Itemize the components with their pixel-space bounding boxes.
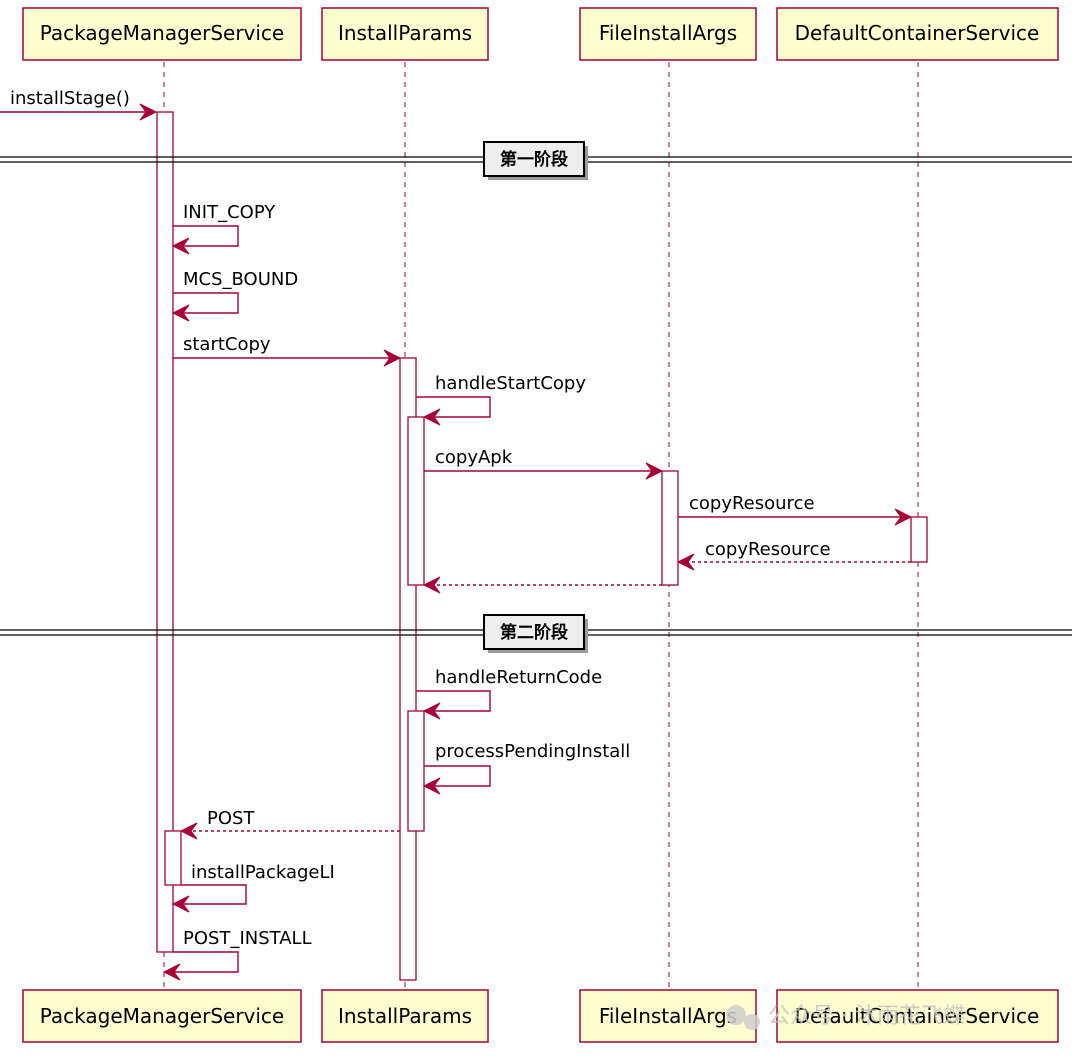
participants-bottom: PackageManagerService InstallParams File…: [22, 989, 1059, 1043]
wechat-icon: [726, 1005, 760, 1030]
message-installpackageli: installPackageLI: [171, 862, 335, 913]
participant-name: PackageManagerService: [40, 21, 284, 45]
message-label: POST_INSTALL: [183, 928, 312, 949]
arrow-head-icon: [171, 237, 190, 255]
divider-phase-2: 第二阶段: [0, 614, 1072, 653]
participant-name: FileInstallArgs: [599, 21, 737, 45]
message-post-install: POST_INSTALL: [162, 928, 312, 981]
watermark: 公众号 · 沐雨花飞蝶: [726, 1004, 965, 1030]
message-post: POST: [179, 808, 400, 840]
arrow-head-icon: [676, 553, 695, 571]
arrow-head-icon: [422, 576, 441, 594]
message-processpendinginstall: processPendingInstall: [422, 741, 630, 795]
participants-top: PackageManagerService InstallParams File…: [22, 7, 1059, 61]
message-label: processPendingInstall: [435, 741, 630, 762]
message-label: POST: [207, 808, 255, 829]
divider-label: 第二阶段: [500, 622, 568, 643]
participant-dcs-top: DefaultContainerService: [776, 7, 1059, 61]
arrow-head-icon: [422, 702, 441, 720]
watermark-text: 公众号 · 沐雨花飞蝶: [768, 1004, 965, 1029]
message-copyapk-return: [422, 576, 662, 594]
participant-name: InstallParams: [338, 1004, 472, 1028]
arrow-head-icon: [179, 822, 198, 840]
messages: installStage() INIT_COPY MCS_BOUND start…: [0, 88, 913, 981]
participant-name: DefaultContainerService: [795, 21, 1040, 45]
arrow-head-icon: [162, 963, 181, 981]
participant-dcs-bottom: DefaultContainerService: [776, 989, 1059, 1043]
lifelines: [163, 62, 919, 988]
message-label: INIT_COPY: [183, 202, 276, 223]
participant-name: PackageManagerService: [40, 1004, 284, 1028]
message-handlereturncode: handleReturnCode: [416, 667, 602, 720]
activation-pms-post: [164, 830, 182, 886]
message-handlestartcopy: handleStartCopy: [416, 373, 586, 426]
participant-pms-bottom: PackageManagerService: [22, 989, 302, 1043]
arrow-head-icon: [139, 103, 158, 121]
arrow-head-icon: [894, 508, 913, 526]
message-init-copy: INIT_COPY: [171, 202, 276, 255]
arrow-head-icon: [645, 462, 664, 480]
activation-dcs: [910, 516, 928, 563]
message-mcs-bound: MCS_BOUND: [171, 269, 298, 322]
activation-ip-return: [407, 710, 425, 832]
participant-name: InstallParams: [338, 21, 472, 45]
message-label: copyApk: [435, 447, 513, 468]
message-installstage: installStage(): [0, 88, 158, 121]
message-copyresource-return: copyResource: [676, 539, 911, 571]
activation-pms-main: [156, 111, 174, 953]
arrow-head-icon: [383, 349, 402, 367]
message-copyresource-call: copyResource: [678, 493, 913, 526]
message-label: installPackageLI: [191, 862, 335, 883]
arrow-head-icon: [422, 777, 441, 795]
activation-ip-copy: [407, 416, 425, 586]
participant-pms-top: PackageManagerService: [22, 7, 302, 61]
message-label: installStage(): [10, 88, 130, 109]
arrow-head-icon: [171, 895, 190, 913]
message-label: copyResource: [705, 539, 831, 560]
message-label: startCopy: [183, 334, 271, 355]
activation-fia: [661, 470, 679, 586]
participant-fia-top: FileInstallArgs: [579, 7, 757, 61]
arrow-head-icon: [422, 408, 441, 426]
message-copyapk: copyApk: [424, 447, 664, 480]
participant-name: DefaultContainerService: [795, 1004, 1040, 1028]
divider-phase-1: 第一阶段: [0, 141, 1072, 180]
message-label: handleReturnCode: [435, 667, 602, 688]
message-label: MCS_BOUND: [183, 269, 298, 290]
activation-bars: [156, 111, 928, 981]
participant-ip-bottom: InstallParams: [321, 989, 489, 1043]
divider-label: 第一阶段: [500, 149, 568, 170]
message-startcopy: startCopy: [173, 334, 402, 367]
arrow-head-icon: [171, 304, 190, 322]
participant-name: FileInstallArgs: [599, 1004, 737, 1028]
message-label: copyResource: [689, 493, 815, 514]
message-label: handleStartCopy: [435, 373, 586, 394]
participant-ip-top: InstallParams: [321, 7, 489, 61]
